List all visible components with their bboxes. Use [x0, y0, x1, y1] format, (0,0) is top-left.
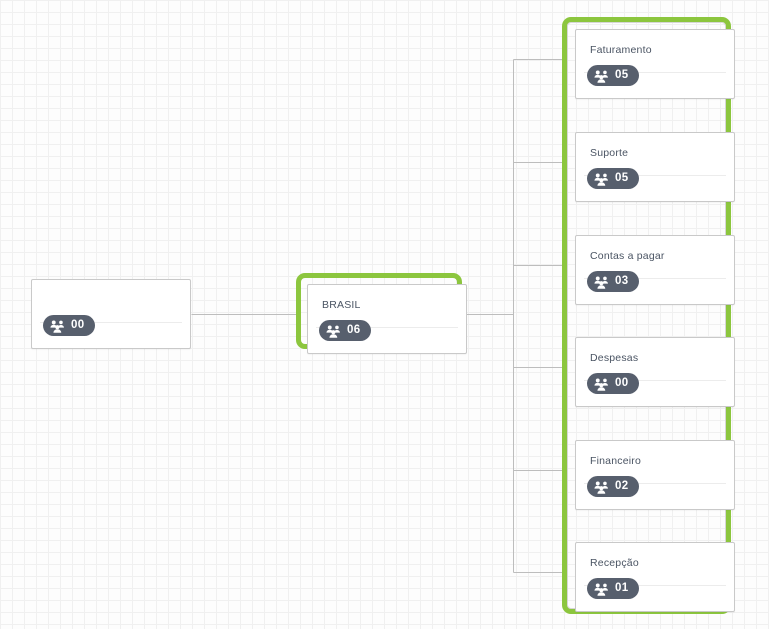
member-count-value: 05 — [615, 68, 629, 81]
node-title-brasil: BRASIL — [322, 299, 361, 311]
node-title-suporte: Suporte — [590, 147, 629, 159]
users-group-icon — [594, 172, 608, 186]
node-card-root[interactable]: 00 — [31, 279, 191, 349]
users-group-icon — [326, 324, 340, 338]
node-card-financeiro[interactable]: Financeiro 02 — [575, 440, 735, 510]
member-count-value: 01 — [615, 581, 629, 594]
member-count-badge[interactable]: 02 — [587, 476, 640, 497]
member-count-badge[interactable]: 05 — [587, 168, 640, 189]
node-divider — [584, 278, 726, 279]
member-count-badge[interactable]: 00 — [43, 315, 96, 336]
node-card-despesas[interactable]: Despesas 00 — [575, 337, 735, 407]
member-count-badge[interactable]: 00 — [587, 373, 640, 394]
node-divider — [40, 322, 182, 323]
users-group-icon — [594, 275, 608, 289]
users-group-icon — [594, 377, 608, 391]
selection-highlight-brasil[interactable]: BRASIL 06 — [296, 273, 467, 354]
node-title-despesas: Despesas — [590, 352, 639, 364]
member-count-badge[interactable]: 05 — [587, 65, 640, 86]
member-count-value: 06 — [347, 323, 361, 336]
node-divider — [584, 483, 726, 484]
node-divider — [584, 380, 726, 381]
node-card-suporte[interactable]: Suporte 05 — [575, 132, 735, 202]
users-group-icon — [594, 582, 608, 596]
member-count-value: 05 — [615, 171, 629, 184]
node-card-faturamento[interactable]: Faturamento 05 — [575, 29, 735, 99]
node-divider — [316, 327, 458, 328]
node-title-recepcao: Recepção — [590, 557, 639, 569]
member-count-badge[interactable]: 03 — [587, 271, 640, 292]
node-card-contas-a-pagar[interactable]: Contas a pagar 03 — [575, 235, 735, 305]
member-count-value: 00 — [71, 318, 85, 331]
users-group-icon — [594, 69, 608, 83]
node-divider — [584, 585, 726, 586]
users-group-icon — [50, 319, 64, 333]
node-card-recepcao[interactable]: Recepção 01 — [575, 542, 735, 612]
member-count-value: 03 — [615, 274, 629, 287]
node-title-contas-a-pagar: Contas a pagar — [590, 250, 665, 262]
users-group-icon — [594, 480, 608, 494]
member-count-badge[interactable]: 06 — [319, 320, 372, 341]
node-card-brasil[interactable]: BRASIL 06 — [307, 284, 467, 354]
member-count-value: 02 — [615, 479, 629, 492]
node-divider — [584, 175, 726, 176]
member-count-value: 00 — [615, 376, 629, 389]
node-title-financeiro: Financeiro — [590, 455, 642, 467]
node-divider — [584, 72, 726, 73]
member-count-badge[interactable]: 01 — [587, 578, 640, 599]
node-title-faturamento: Faturamento — [590, 44, 652, 56]
